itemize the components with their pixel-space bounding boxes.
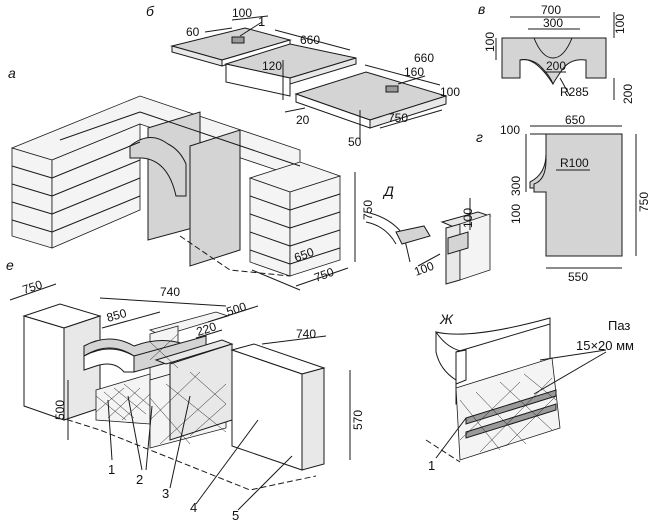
callout-e-1: 1	[108, 462, 115, 477]
left-wall	[11, 147, 53, 249]
dim-d-100-bottom: 100	[412, 259, 436, 279]
label-e: е	[6, 257, 14, 273]
dim-g-100-top: 100	[500, 123, 520, 137]
dim-20: 20	[296, 113, 310, 127]
callout-zh-1: 1	[428, 458, 435, 473]
fig-b-slabs	[170, 15, 448, 140]
groove-label: Паз	[608, 318, 630, 333]
dim-120: 120	[262, 59, 282, 73]
dim-v-200: 200	[546, 59, 566, 73]
zh-groove-2	[465, 403, 557, 439]
fig-v-arch-block	[495, 12, 615, 100]
fig-g-side-slab	[525, 125, 637, 269]
dim-d-100-top: 100	[461, 208, 475, 228]
dim-v-100-right: 100	[613, 14, 627, 34]
dim-v-200-right: 200	[621, 84, 635, 104]
fig-d-detail	[365, 198, 492, 285]
arch-front	[129, 137, 187, 197]
dim-v-100-left: 100	[483, 32, 497, 52]
dim-50: 50	[348, 135, 362, 149]
dim-a-750: 750	[312, 265, 336, 285]
slab-right-top	[294, 71, 448, 121]
dim-a-750-h: 750	[361, 200, 375, 220]
dim-e-500-mid: 500	[225, 299, 249, 319]
groove-size: 15×20 мм	[576, 338, 634, 353]
dim-e-850: 850	[105, 306, 128, 325]
dim-660-right: 660	[414, 51, 434, 65]
dim-100: 100	[232, 6, 252, 20]
label-d: Д	[382, 183, 394, 199]
callout-b-1: 1	[258, 14, 265, 29]
label-b: б	[146, 3, 155, 19]
e-arch	[83, 348, 135, 373]
label-a: а	[8, 65, 16, 81]
dim-660-top: 660	[300, 33, 320, 47]
dim-g-300: 300	[509, 176, 523, 196]
dim-a-650: 650	[292, 245, 316, 265]
dim-g-100-side: 100	[509, 204, 523, 224]
dim-100-right: 100	[440, 85, 460, 99]
slab-slot-1	[231, 36, 245, 44]
dim-e-740-right: 740	[296, 327, 316, 341]
slab-slot-2	[385, 85, 399, 93]
dim-e-220: 220	[195, 319, 219, 339]
inner-slab-b	[189, 129, 241, 267]
dim-e-500-h: 500	[53, 400, 67, 420]
fig-zh-groove-detail	[425, 317, 607, 463]
label-g: г	[476, 129, 483, 145]
callout-e-3: 3	[162, 486, 169, 501]
dim-e-740-top: 740	[160, 285, 180, 299]
dim-e-570: 570	[351, 410, 365, 430]
dim-g-550: 550	[568, 270, 588, 284]
fig-e-assembly	[9, 283, 351, 511]
label-v: в	[478, 1, 485, 17]
dim-g-650: 650	[565, 113, 585, 127]
dim-e-750: 750	[21, 277, 45, 297]
dim-60: 60	[186, 25, 200, 39]
dim-750: 750	[388, 111, 408, 125]
dim-r285: R285	[560, 85, 589, 99]
dim-700: 700	[541, 3, 561, 17]
label-zh: Ж	[439, 311, 454, 327]
callout-e-5: 5	[232, 508, 239, 523]
dim-r100: R100	[560, 156, 589, 170]
callout-e-4: 4	[190, 500, 197, 515]
callout-e-2: 2	[136, 472, 143, 487]
right-wall-side	[289, 175, 341, 277]
right-wall-front	[249, 177, 291, 277]
dim-300: 300	[543, 16, 563, 30]
dim-160: 160	[404, 65, 424, 79]
dim-g-750: 750	[637, 192, 649, 212]
fig-a-brick-oven	[10, 95, 356, 291]
